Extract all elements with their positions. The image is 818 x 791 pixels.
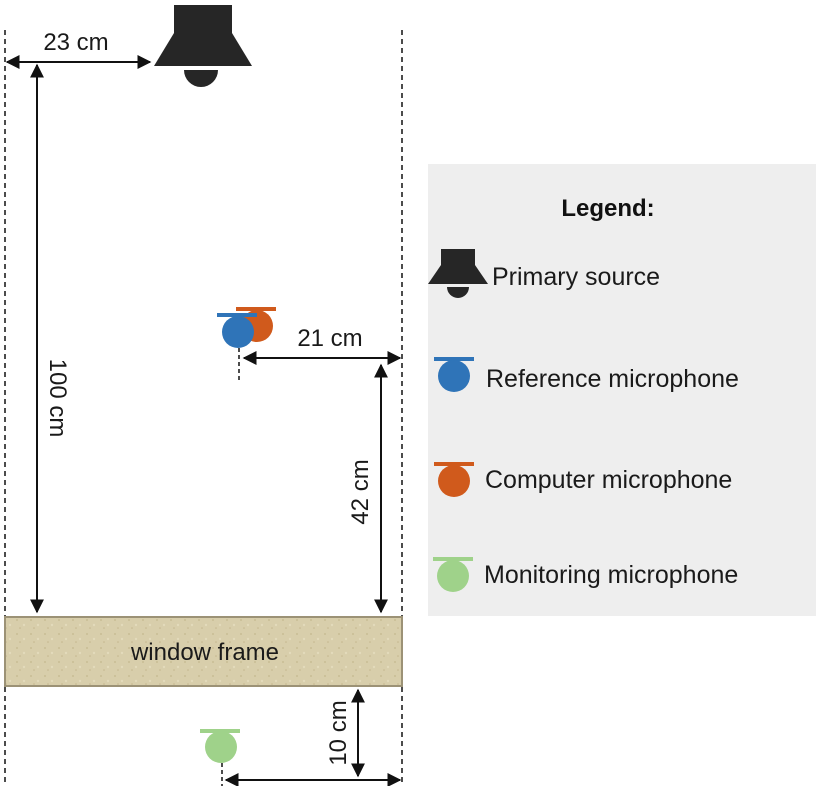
legend-item-primary-source: Primary source: [492, 263, 660, 291]
frame-to-monitor-label: 10 cm: [325, 700, 352, 765]
speaker-offset-label: 23 cm: [43, 29, 108, 56]
legend-computer-mic-icon: [434, 462, 474, 497]
window-frame-label: window frame: [130, 639, 279, 666]
legend-item-computer-microphone: Computer microphone: [485, 466, 732, 494]
legend-box: [428, 164, 816, 616]
legend-reference-mic-icon: [434, 357, 474, 392]
legend-monitoring-mic-icon: [433, 557, 473, 592]
source-to-frame-label: 100 cm: [44, 359, 71, 438]
mic-to-frame-label: 42 cm: [347, 459, 374, 524]
mic-to-wall-label: 21 cm: [297, 325, 362, 352]
primary-source-speaker-icon: [154, 5, 252, 87]
legend-title: Legend:: [561, 195, 654, 222]
reference-microphone-icon: [217, 313, 257, 348]
legend-item-reference-microphone: Reference microphone: [486, 365, 739, 393]
window-frame: [4, 616, 403, 687]
legend-speaker-icon: [428, 249, 488, 298]
legend-item-monitoring-microphone: Monitoring microphone: [484, 561, 738, 589]
monitoring-microphone-icon: [200, 729, 240, 763]
